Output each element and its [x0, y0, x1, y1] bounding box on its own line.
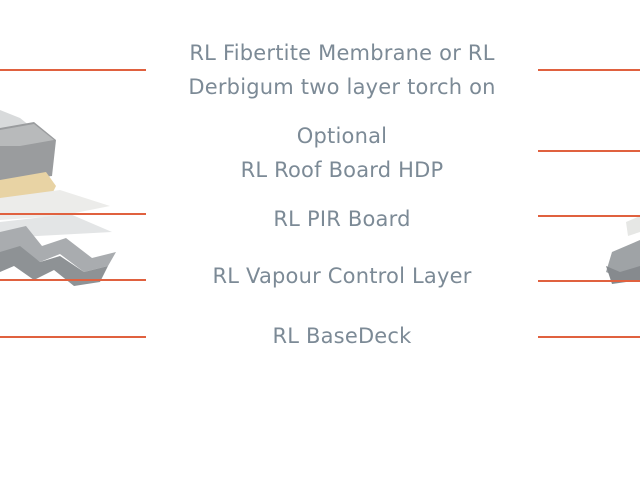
label-basedeck: RL BaseDeck	[150, 319, 534, 353]
label-vapour-control-line-1: RL Vapour Control Layer	[212, 264, 472, 288]
label-membrane: RL Fibertite Membrane or RL Derbigum two…	[150, 36, 534, 104]
cap-sheet-top	[0, 124, 54, 146]
leader-roof-board-right	[538, 150, 640, 152]
leader-basedeck-left	[0, 336, 146, 338]
basedeck-underside	[0, 246, 108, 286]
leader-pir-left	[0, 213, 146, 215]
label-membrane-line-2: Derbigum two layer torch on	[188, 75, 496, 99]
label-vapour-control: RL Vapour Control Layer	[150, 259, 534, 293]
label-membrane-line-1: RL Fibertite Membrane or RL	[189, 41, 495, 65]
leader-membrane-left	[0, 69, 146, 71]
label-roof-board-line-2: RL Roof Board HDP	[240, 158, 444, 182]
right-deck-underside	[606, 266, 640, 284]
basedeck-shape	[0, 226, 116, 272]
leader-membrane-right	[538, 69, 640, 71]
leader-basedeck-right	[538, 336, 640, 338]
label-pir-board-line-1: RL PIR Board	[273, 207, 411, 231]
label-pir-board: RL PIR Board	[150, 202, 534, 236]
leader-pir-right	[538, 215, 640, 217]
right-board-shape	[626, 216, 640, 236]
label-basedeck-line-1: RL BaseDeck	[272, 324, 412, 348]
label-roof-board-line-1: Optional	[296, 124, 388, 148]
roof-board-shape	[0, 190, 110, 220]
leader-vcl-left	[0, 279, 146, 281]
leader-vcl-right	[538, 280, 640, 282]
right-deck-shape	[606, 240, 640, 278]
label-roof-board: Optional RL Roof Board HDP	[150, 119, 534, 187]
